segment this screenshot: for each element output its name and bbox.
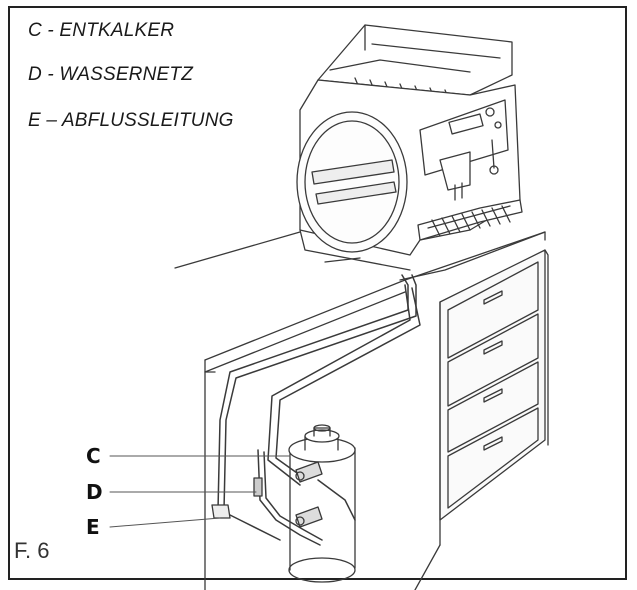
water-pipes (217, 274, 421, 546)
pipe-fittings (211, 477, 263, 519)
legend-item-c: C - ENTKALKER (28, 20, 175, 41)
drawer-cabinet (414, 249, 549, 590)
callout-e: E (86, 515, 100, 539)
legend-item-e: E – ABFLUSSLEITUNG (28, 110, 234, 131)
callout-d: D (86, 480, 103, 504)
softener-tank (288, 424, 356, 583)
coffee-machine (296, 24, 523, 271)
figure-label: F. 6 (14, 538, 50, 563)
legend-item-d: D - WASSERNETZ (28, 64, 194, 85)
callout-leaders (109, 455, 291, 528)
callout-c: C (86, 444, 101, 468)
